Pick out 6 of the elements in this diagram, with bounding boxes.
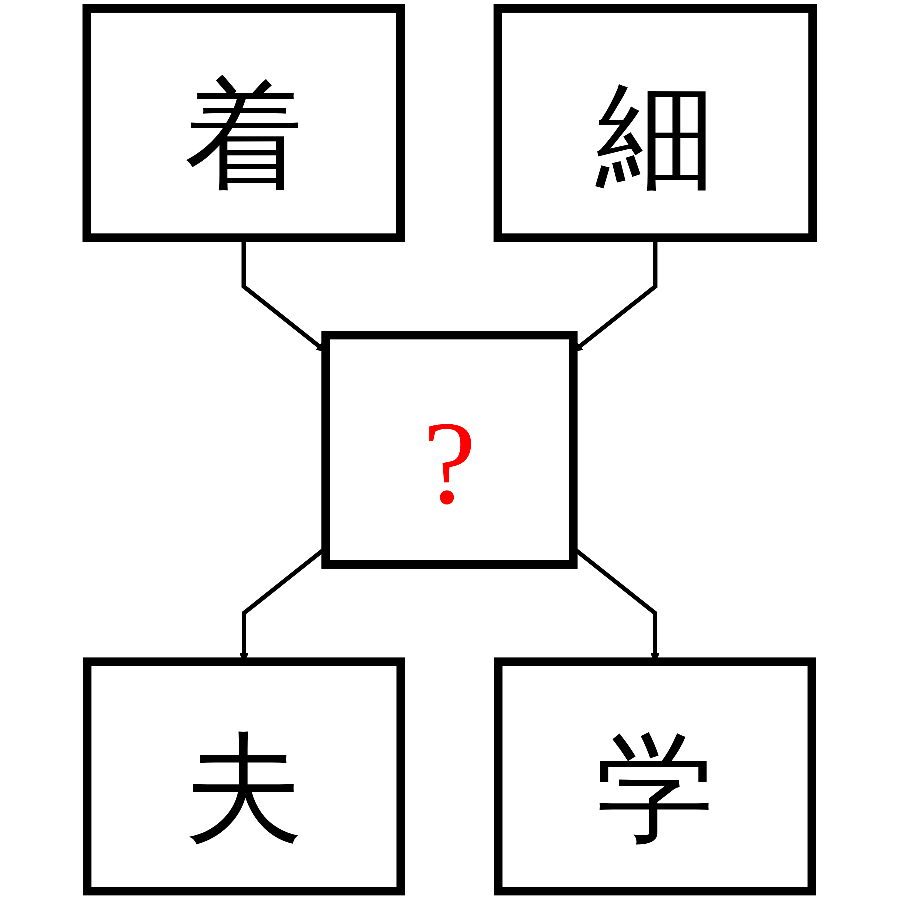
node-box [83, 658, 406, 896]
node-box [494, 658, 816, 896]
flowchart: 着 細 ? 夫 学 [10, 0, 890, 900]
node-box [322, 331, 578, 569]
node-box [82, 4, 406, 242]
node-box [494, 4, 818, 242]
